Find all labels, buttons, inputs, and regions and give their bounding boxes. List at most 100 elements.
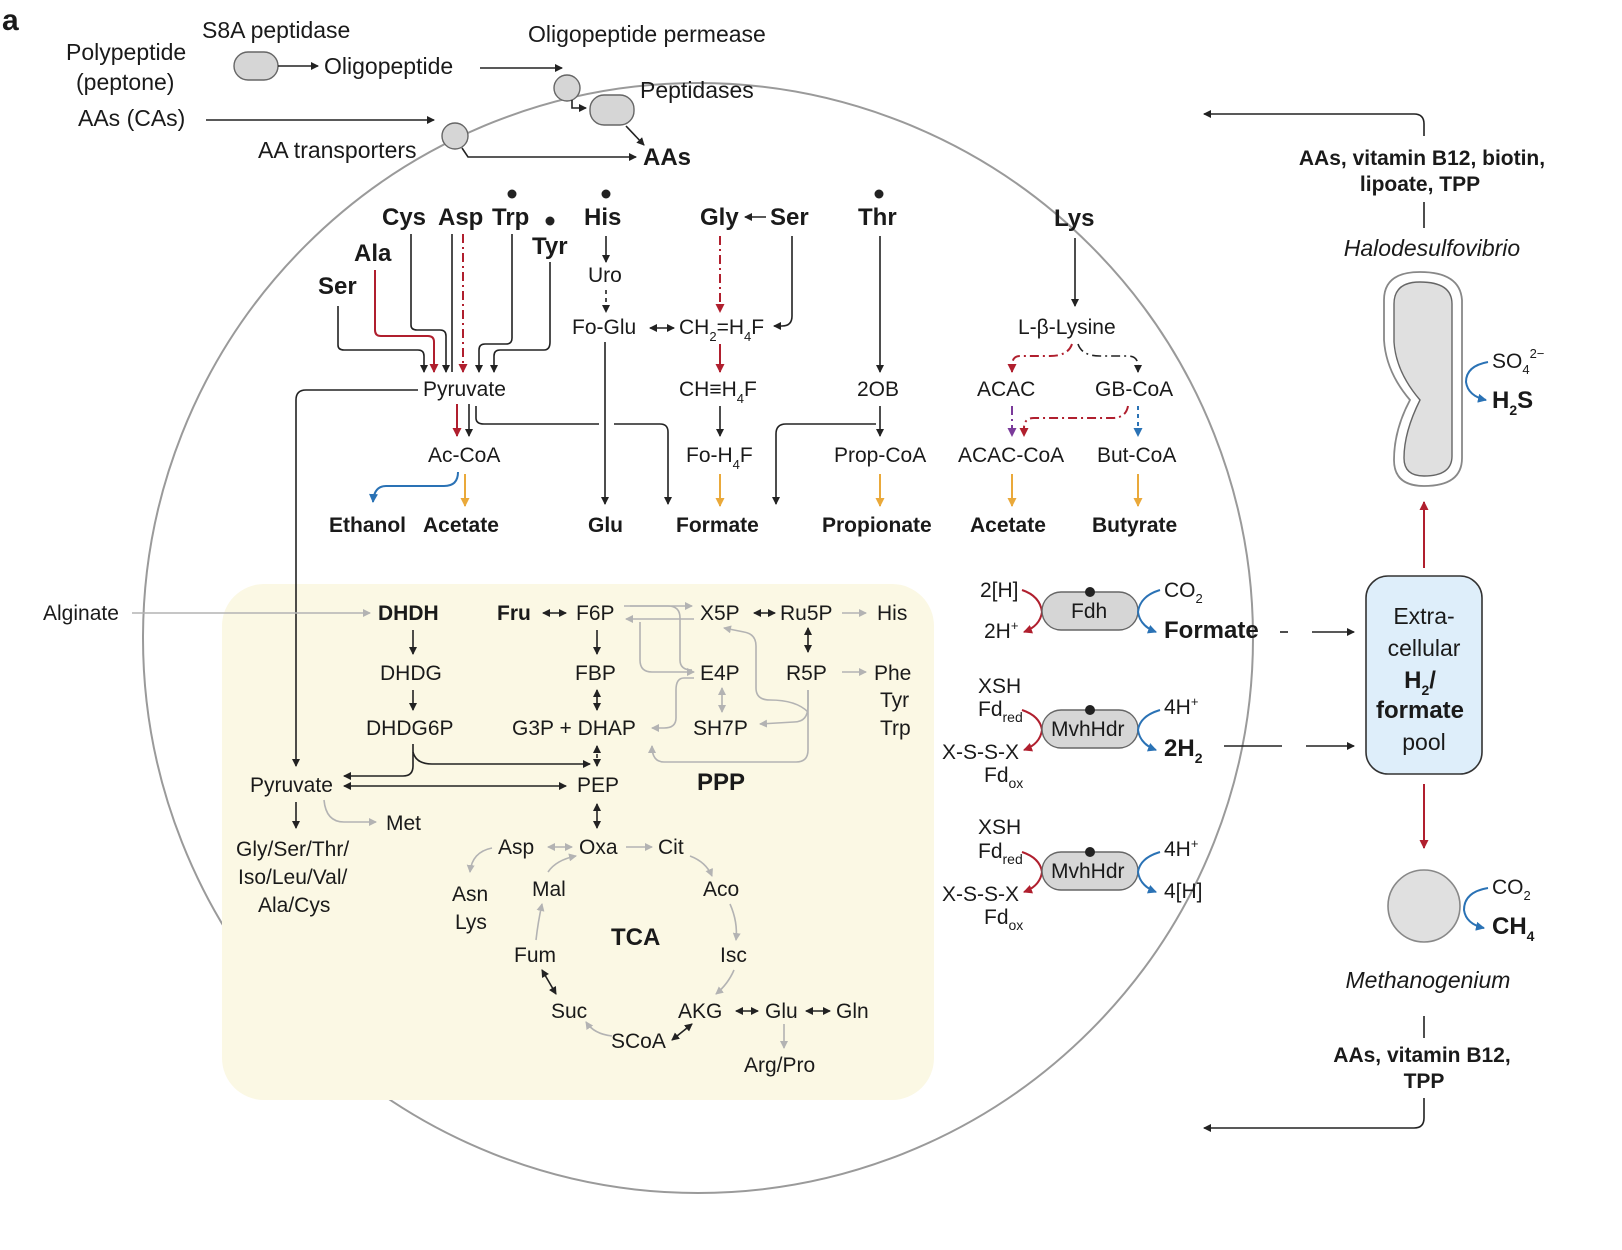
accoa-label: Ac-CoA xyxy=(428,444,500,467)
acac-coa-label: ACAC-CoA xyxy=(958,444,1064,467)
fbp-label: FBP xyxy=(575,662,616,685)
pyruvate-lower-label: Pyruvate xyxy=(250,774,333,797)
pool-line4: formate xyxy=(1376,697,1464,724)
s8a-peptidase-icon xyxy=(233,51,279,81)
asp-tca-label: Asp xyxy=(498,836,534,859)
trp-marker-dot xyxy=(507,189,517,199)
formate-product-label: Formate xyxy=(676,514,759,537)
mvhhdr1-cofactor-dot xyxy=(1085,705,1095,715)
mvh1-xsssx-label: X-S-S-X xyxy=(942,741,1019,764)
his-marker-dot xyxy=(601,189,611,199)
aa-his: His xyxy=(584,204,621,231)
his-product-label: His xyxy=(877,602,907,625)
mvh2-4h-bracket-label: 4[H] xyxy=(1164,880,1203,903)
aa-group-line1: Gly/Ser/Thr/ xyxy=(236,838,349,861)
aco-label: Aco xyxy=(703,878,739,901)
butyrate-label: Butyrate xyxy=(1092,514,1177,537)
mvhhdr1-label: MvhHdr xyxy=(1051,718,1125,741)
central-metabolism: Alginate DHDH DHDG DHDG6P Fru F6P FBP G3… xyxy=(43,602,911,1077)
methanogenium-partner: CO2 CH4 Methanogenium AAs, vitamin B12, … xyxy=(1203,869,1535,1132)
methanogenium-label: Methanogenium xyxy=(1346,967,1511,993)
pool-line1: Extra- xyxy=(1393,603,1454,629)
mvh1-xsh-label: XSH xyxy=(978,675,1021,698)
gln-label: Gln xyxy=(836,1000,869,1023)
aa-transporters-label: AA transporters xyxy=(258,137,417,163)
gb-coa-label: GB-CoA xyxy=(1095,378,1173,401)
mvhhdr2-cofactor-dot xyxy=(1085,847,1095,857)
methano-supply-line2: TPP xyxy=(1404,1070,1445,1093)
uro-label: Uro xyxy=(588,264,622,287)
mvh1-fdred-label: Fdred xyxy=(978,698,1023,725)
dhdg-label: DHDG xyxy=(380,662,442,685)
s8a-peptidase-label: S8A peptidase xyxy=(202,17,350,43)
mvh1-4h-label: 4H+ xyxy=(1164,694,1198,719)
mvh2-fdox-label: Fdox xyxy=(984,906,1023,933)
aa-asp: Asp xyxy=(438,204,483,231)
but-coa-label: But-CoA xyxy=(1097,444,1176,467)
lys-tca-label: Lys xyxy=(455,911,487,934)
aas-cas-label: AAs (CAs) xyxy=(78,105,185,131)
pool-line2: cellular xyxy=(1388,635,1461,661)
aa-transporter-icon xyxy=(441,122,469,150)
ch-h4f-label: CH≡H4F xyxy=(679,378,757,406)
oligopeptide-label: Oligopeptide xyxy=(324,53,453,79)
aa-lys: Lys xyxy=(1054,205,1094,232)
h2-formate-pool: Extra- cellular H2/ formate pool xyxy=(1365,501,1483,849)
so4-label: SO42− xyxy=(1492,346,1544,377)
isc-label: Isc xyxy=(720,944,747,967)
methano-supply-line1: AAs, vitamin B12, xyxy=(1333,1044,1510,1067)
oligopeptide-permease-label: Oligopeptide permease xyxy=(528,21,766,47)
aas-product-label: AAs xyxy=(643,144,691,171)
ch2-h4f-label: CH2=H4F xyxy=(679,316,764,344)
mvh2-xsssx-label: X-S-S-X xyxy=(942,883,1019,906)
oxa-label: Oxa xyxy=(579,836,618,859)
polypeptide-label: Polypeptide xyxy=(66,39,186,65)
mvh2-4h-label: 4H+ xyxy=(1164,836,1198,861)
uptake-section: Polypeptide (peptone) S8A peptidase Olig… xyxy=(66,17,766,171)
halodesulfovibrio-partner: AAs, vitamin B12, biotin, lipoate, TPP H… xyxy=(1203,110,1545,487)
e4p-label: E4P xyxy=(700,662,740,685)
glu-product-label: Glu xyxy=(588,514,623,537)
halo-supply-line2: lipoate, TPP xyxy=(1360,173,1480,196)
propionate-label: Propionate xyxy=(822,514,932,537)
suc-label: Suc xyxy=(551,1000,587,1023)
halodesulfovibrio-label: Halodesulfovibrio xyxy=(1344,235,1521,261)
hydrogenase-section: 2[H] 2H+ Fdh CO2 Formate XSH Fdred X-S-S… xyxy=(942,579,1355,933)
amino-acid-fermentation: Cys Asp Trp Tyr Ala Ser Pyruvate Ac-CoA … xyxy=(292,189,1177,767)
fdh-label: Fdh xyxy=(1071,600,1107,623)
2ob-label: 2OB xyxy=(857,378,899,401)
ru5p-label: Ru5P xyxy=(780,602,833,625)
acetate-label: Acetate xyxy=(423,514,499,537)
dhdh-label: DHDH xyxy=(378,602,439,625)
glu-tca-label: Glu xyxy=(765,1000,798,1023)
fo-h4f-label: Fo-H4F xyxy=(686,444,753,472)
aa-cys: Cys xyxy=(382,204,426,231)
pep-label: PEP xyxy=(577,774,619,797)
pool-box xyxy=(1365,575,1483,775)
fdh-2hplus-label: 2H+ xyxy=(984,618,1018,643)
sh7p-label: SH7P xyxy=(693,717,748,740)
methano-co2-label: CO2 xyxy=(1492,876,1531,903)
thr-marker-dot xyxy=(874,189,884,199)
aa-ser-left: Ser xyxy=(318,273,357,300)
phe-label: Phe xyxy=(874,662,911,685)
aa-thr: Thr xyxy=(858,204,897,231)
halo-supply-line1: AAs, vitamin B12, biotin, xyxy=(1299,147,1545,170)
oligopeptide-permease-icon xyxy=(553,74,581,102)
central-metabolism-region xyxy=(222,584,934,1100)
aa-tyr: Tyr xyxy=(532,233,568,260)
aa-trp: Trp xyxy=(492,204,529,231)
fdh-formate-label: Formate xyxy=(1164,617,1259,644)
tyr-marker-dot xyxy=(545,216,555,226)
f6p-label: F6P xyxy=(576,602,615,625)
fo-glu-label: Fo-Glu xyxy=(572,316,636,339)
alginate-label: Alginate xyxy=(43,602,119,625)
mvh2-xsh-label: XSH xyxy=(978,816,1021,839)
acetate-lys-label: Acetate xyxy=(970,514,1046,537)
prop-coa-label: Prop-CoA xyxy=(834,444,926,467)
panel-label: a xyxy=(2,4,19,37)
peptidases-icon xyxy=(589,94,635,126)
fdh-co2-label: CO2 xyxy=(1164,579,1203,606)
trp-product-label: Trp xyxy=(880,717,911,740)
